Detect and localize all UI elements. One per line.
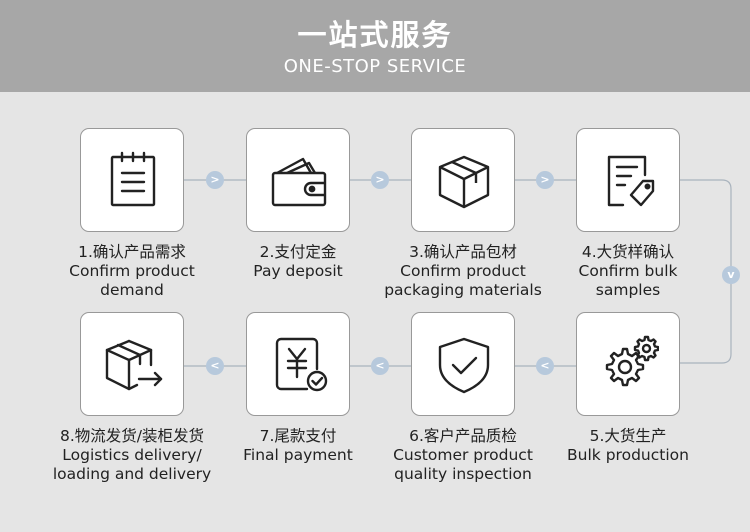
step-label-en: samples xyxy=(595,281,661,299)
step-label-cn: 4.大货样确认 xyxy=(581,243,675,261)
page-title: 一站式服务 xyxy=(297,18,453,52)
box-shipping-icon xyxy=(105,339,163,391)
step-label-cn: 8.物流发货/装柜发货 xyxy=(59,427,204,445)
flow-arrow-down: v xyxy=(722,266,740,284)
box-icon xyxy=(438,155,490,209)
gears-icon xyxy=(605,335,659,387)
shield-check-icon xyxy=(438,337,490,394)
step-label-en: Pay deposit xyxy=(253,262,343,280)
step-label: 3.确认产品包材 Confirm product packaging mater… xyxy=(373,243,553,300)
step-label-en: Confirm product xyxy=(400,262,526,280)
step-label-cn: 5.大货生产 xyxy=(589,427,667,445)
step-label: 2.支付定金 Pay deposit xyxy=(208,243,388,281)
flow-arrow-left: < xyxy=(536,357,554,375)
step-icon-box xyxy=(246,128,350,232)
flow-arrow-right: > xyxy=(371,171,389,189)
step-label: 4.大货样确认 Confirm bulk samples xyxy=(538,243,718,300)
step-label: 8.物流发货/装柜发货 Logistics delivery/ loading … xyxy=(42,427,222,484)
step-icon-box xyxy=(246,312,350,416)
clipboard-icon xyxy=(110,151,156,207)
flow-arrow-left: < xyxy=(371,357,389,375)
step-label: 6.客户产品质检 Customer product quality inspec… xyxy=(373,427,553,484)
step-label: 5.大货生产 Bulk production xyxy=(538,427,718,465)
step-icon-box xyxy=(576,312,680,416)
header-banner: 一站式服务 ONE-STOP SERVICE xyxy=(0,0,750,92)
step-label-en: Logistics delivery/ xyxy=(62,446,202,464)
step-label-cn: 1.确认产品需求 xyxy=(78,243,186,261)
step-label-en: packaging materials xyxy=(384,281,542,299)
step-label-en: Bulk production xyxy=(567,446,689,464)
step-label-en: Final payment xyxy=(243,446,353,464)
step-icon-box xyxy=(80,312,184,416)
flow-arrow-left: < xyxy=(206,357,224,375)
step-icon-box xyxy=(80,128,184,232)
step-label-en: Customer product xyxy=(393,446,533,464)
step-icon-box xyxy=(411,312,515,416)
step-label-en: quality inspection xyxy=(394,465,532,483)
page-subtitle: ONE-STOP SERVICE xyxy=(283,56,467,77)
step-label-cn: 2.支付定金 xyxy=(259,243,337,261)
step-label-en: demand xyxy=(100,281,164,299)
step-label-en: Confirm bulk xyxy=(578,262,678,280)
step-label: 7.尾款支付 Final payment xyxy=(208,427,388,465)
step-label-en: loading and delivery xyxy=(52,465,212,483)
step-label-cn: 7.尾款支付 xyxy=(259,427,337,445)
document-tag-icon xyxy=(607,155,655,207)
step-label-en: Confirm product xyxy=(69,262,195,280)
wallet-icon xyxy=(271,157,327,207)
step-label: 1.确认产品需求 Confirm product demand xyxy=(42,243,222,300)
step-label-cn: 3.确认产品包材 xyxy=(409,243,517,261)
flow-arrow-right: > xyxy=(536,171,554,189)
step-icon-box xyxy=(411,128,515,232)
step-label-cn: 6.客户产品质检 xyxy=(409,427,517,445)
yen-receipt-icon xyxy=(275,337,328,392)
step-icon-box xyxy=(576,128,680,232)
flow-arrow-right: > xyxy=(206,171,224,189)
